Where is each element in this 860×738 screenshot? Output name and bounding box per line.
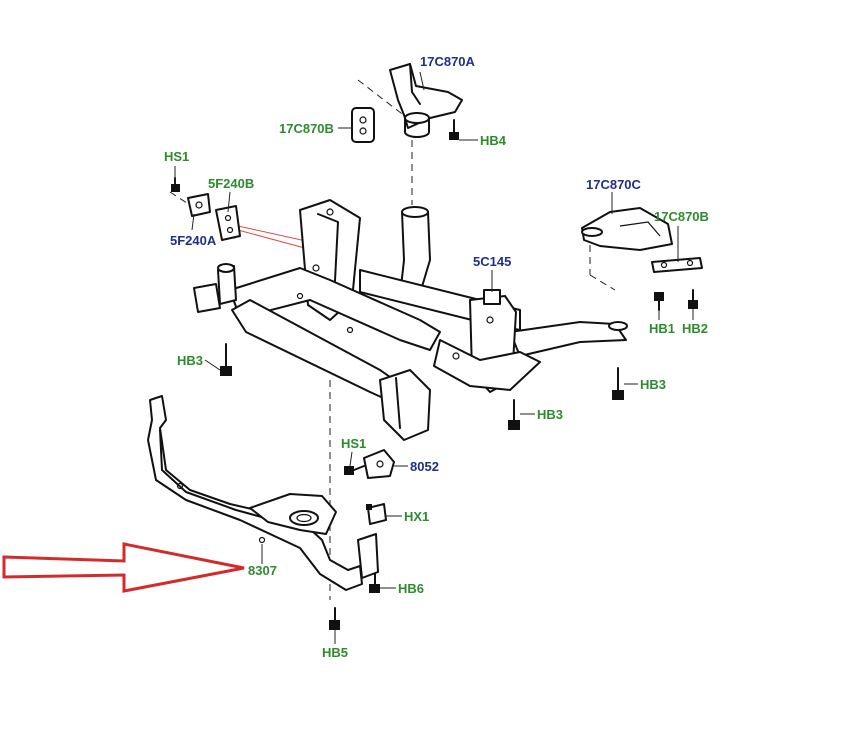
label-5C145: 5C145 [473,254,511,269]
clip-HX1 [366,503,387,525]
label-HX1: HX1 [404,509,429,524]
label-17C870A: 17C870A [420,54,476,69]
right-arrow-icon [2,542,245,593]
label-HB3-right: HB3 [640,377,666,392]
rubber-mount-17C870B [351,107,375,143]
label-HB5: HB5 [322,645,348,660]
bracket-5F240B [215,205,241,241]
bolt-HB3-center [508,399,520,430]
bracket-17C870B-right [651,257,703,273]
label-17C870C: 17C870C [586,177,642,192]
label-HB1: HB1 [649,321,675,336]
label-HB4: HB4 [480,133,507,148]
bolt-HB6 [369,573,380,593]
bolt-HB2 [688,289,698,309]
screw-HS1-mid [344,465,365,475]
label-HS1-top: HS1 [164,149,189,164]
mount-bracket-17C870A [389,63,463,138]
lower-beam-8307 [147,395,379,591]
label-17C870B-right: 17C870B [654,209,709,224]
bolt-HB3-right [612,367,624,400]
label-5F240B: 5F240B [208,176,254,191]
label-17C870B-top: 17C870B [279,121,334,136]
label-HB3-center: HB3 [537,407,563,422]
part-labels: 17C870A 17C870B HB4 HS1 5F240B 5F240A 17… [164,54,709,660]
label-HB2: HB2 [682,321,708,336]
bracket-8052 [363,449,395,479]
label-8307: 8307 [248,563,277,578]
label-HB3-left: HB3 [177,353,203,368]
label-HB6: HB6 [398,581,424,596]
bolt-HB5 [329,607,340,630]
label-HS1-mid: HS1 [341,436,366,451]
bracket-5F240A [187,193,211,217]
bolt-HB4 [449,119,459,140]
label-5F240A: 5F240A [170,233,217,248]
leader-lines [174,71,694,644]
front-subframe-5C145 [193,199,628,441]
mount-bracket-17C870C [581,207,673,251]
bolt-HB3-left [220,343,232,376]
bolt-HB1 [654,292,664,311]
label-8052: 8052 [410,459,439,474]
